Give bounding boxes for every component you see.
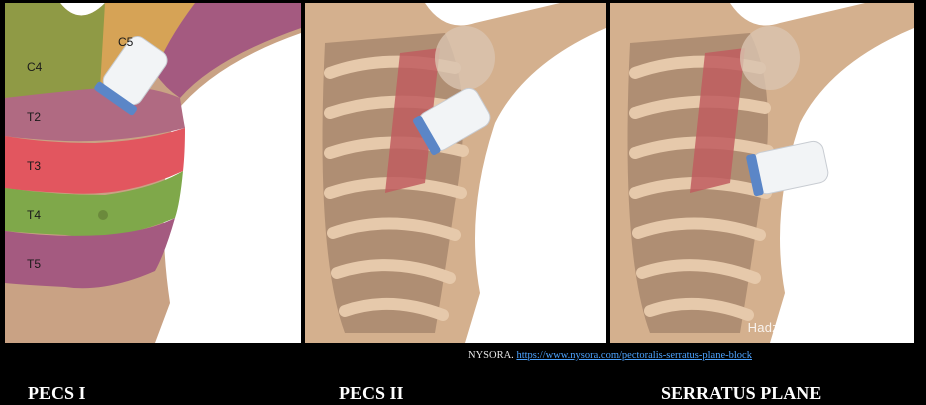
pectoralis-minor-muscle (690, 48, 745, 193)
label-pecs-i: PECS I (28, 383, 86, 403)
dermatome-c4-band (5, 3, 125, 98)
nipple-mark (98, 210, 108, 220)
dermatome-label-c5: C5 (118, 35, 134, 49)
dermatome-svg: C5 C4 T2 T3 T4 T5 (5, 3, 301, 343)
credit-link[interactable]: https://www.nysora.com/pectoralis-serrat… (516, 350, 752, 361)
dermatome-label-t5: T5 (27, 257, 41, 271)
label-serratus-plane: SERRATUS PLANE (661, 383, 822, 403)
dermatome-t3-band (5, 128, 185, 194)
image-watermark: Hadzic Lancea/ NYSORA (747, 320, 902, 335)
ultrasound-probe-icon (413, 87, 491, 156)
credit-source: NYSORA. (468, 350, 514, 361)
dermatome-label-t3: T3 (27, 159, 41, 173)
ribcage-svg-2 (305, 3, 606, 343)
pectoralis-minor-muscle (385, 48, 440, 193)
ultrasound-probe-icon (746, 140, 829, 197)
serratus-plane-illustration: Hadzic Lancea/ NYSORA (610, 3, 914, 343)
dermatome-label-t4: T4 (27, 208, 41, 222)
ultrasound-probe-icon (94, 36, 168, 116)
image-credit: NYSORA. https://www.nysora.com/pectorali… (468, 350, 752, 361)
label-pecs-ii: PECS II (339, 383, 404, 403)
dermatome-t5-band (5, 218, 175, 289)
dermatome-arm-band (155, 3, 301, 98)
dermatome-label-t2: T2 (27, 110, 41, 124)
dermatome-t4-band (5, 171, 183, 237)
dermatome-illustration: C5 C4 T2 T3 T4 T5 (5, 3, 301, 343)
ribcage-svg-3 (610, 3, 914, 343)
dermatome-label-c4: C4 (27, 60, 43, 74)
pecs-ii-illustration (305, 3, 606, 343)
